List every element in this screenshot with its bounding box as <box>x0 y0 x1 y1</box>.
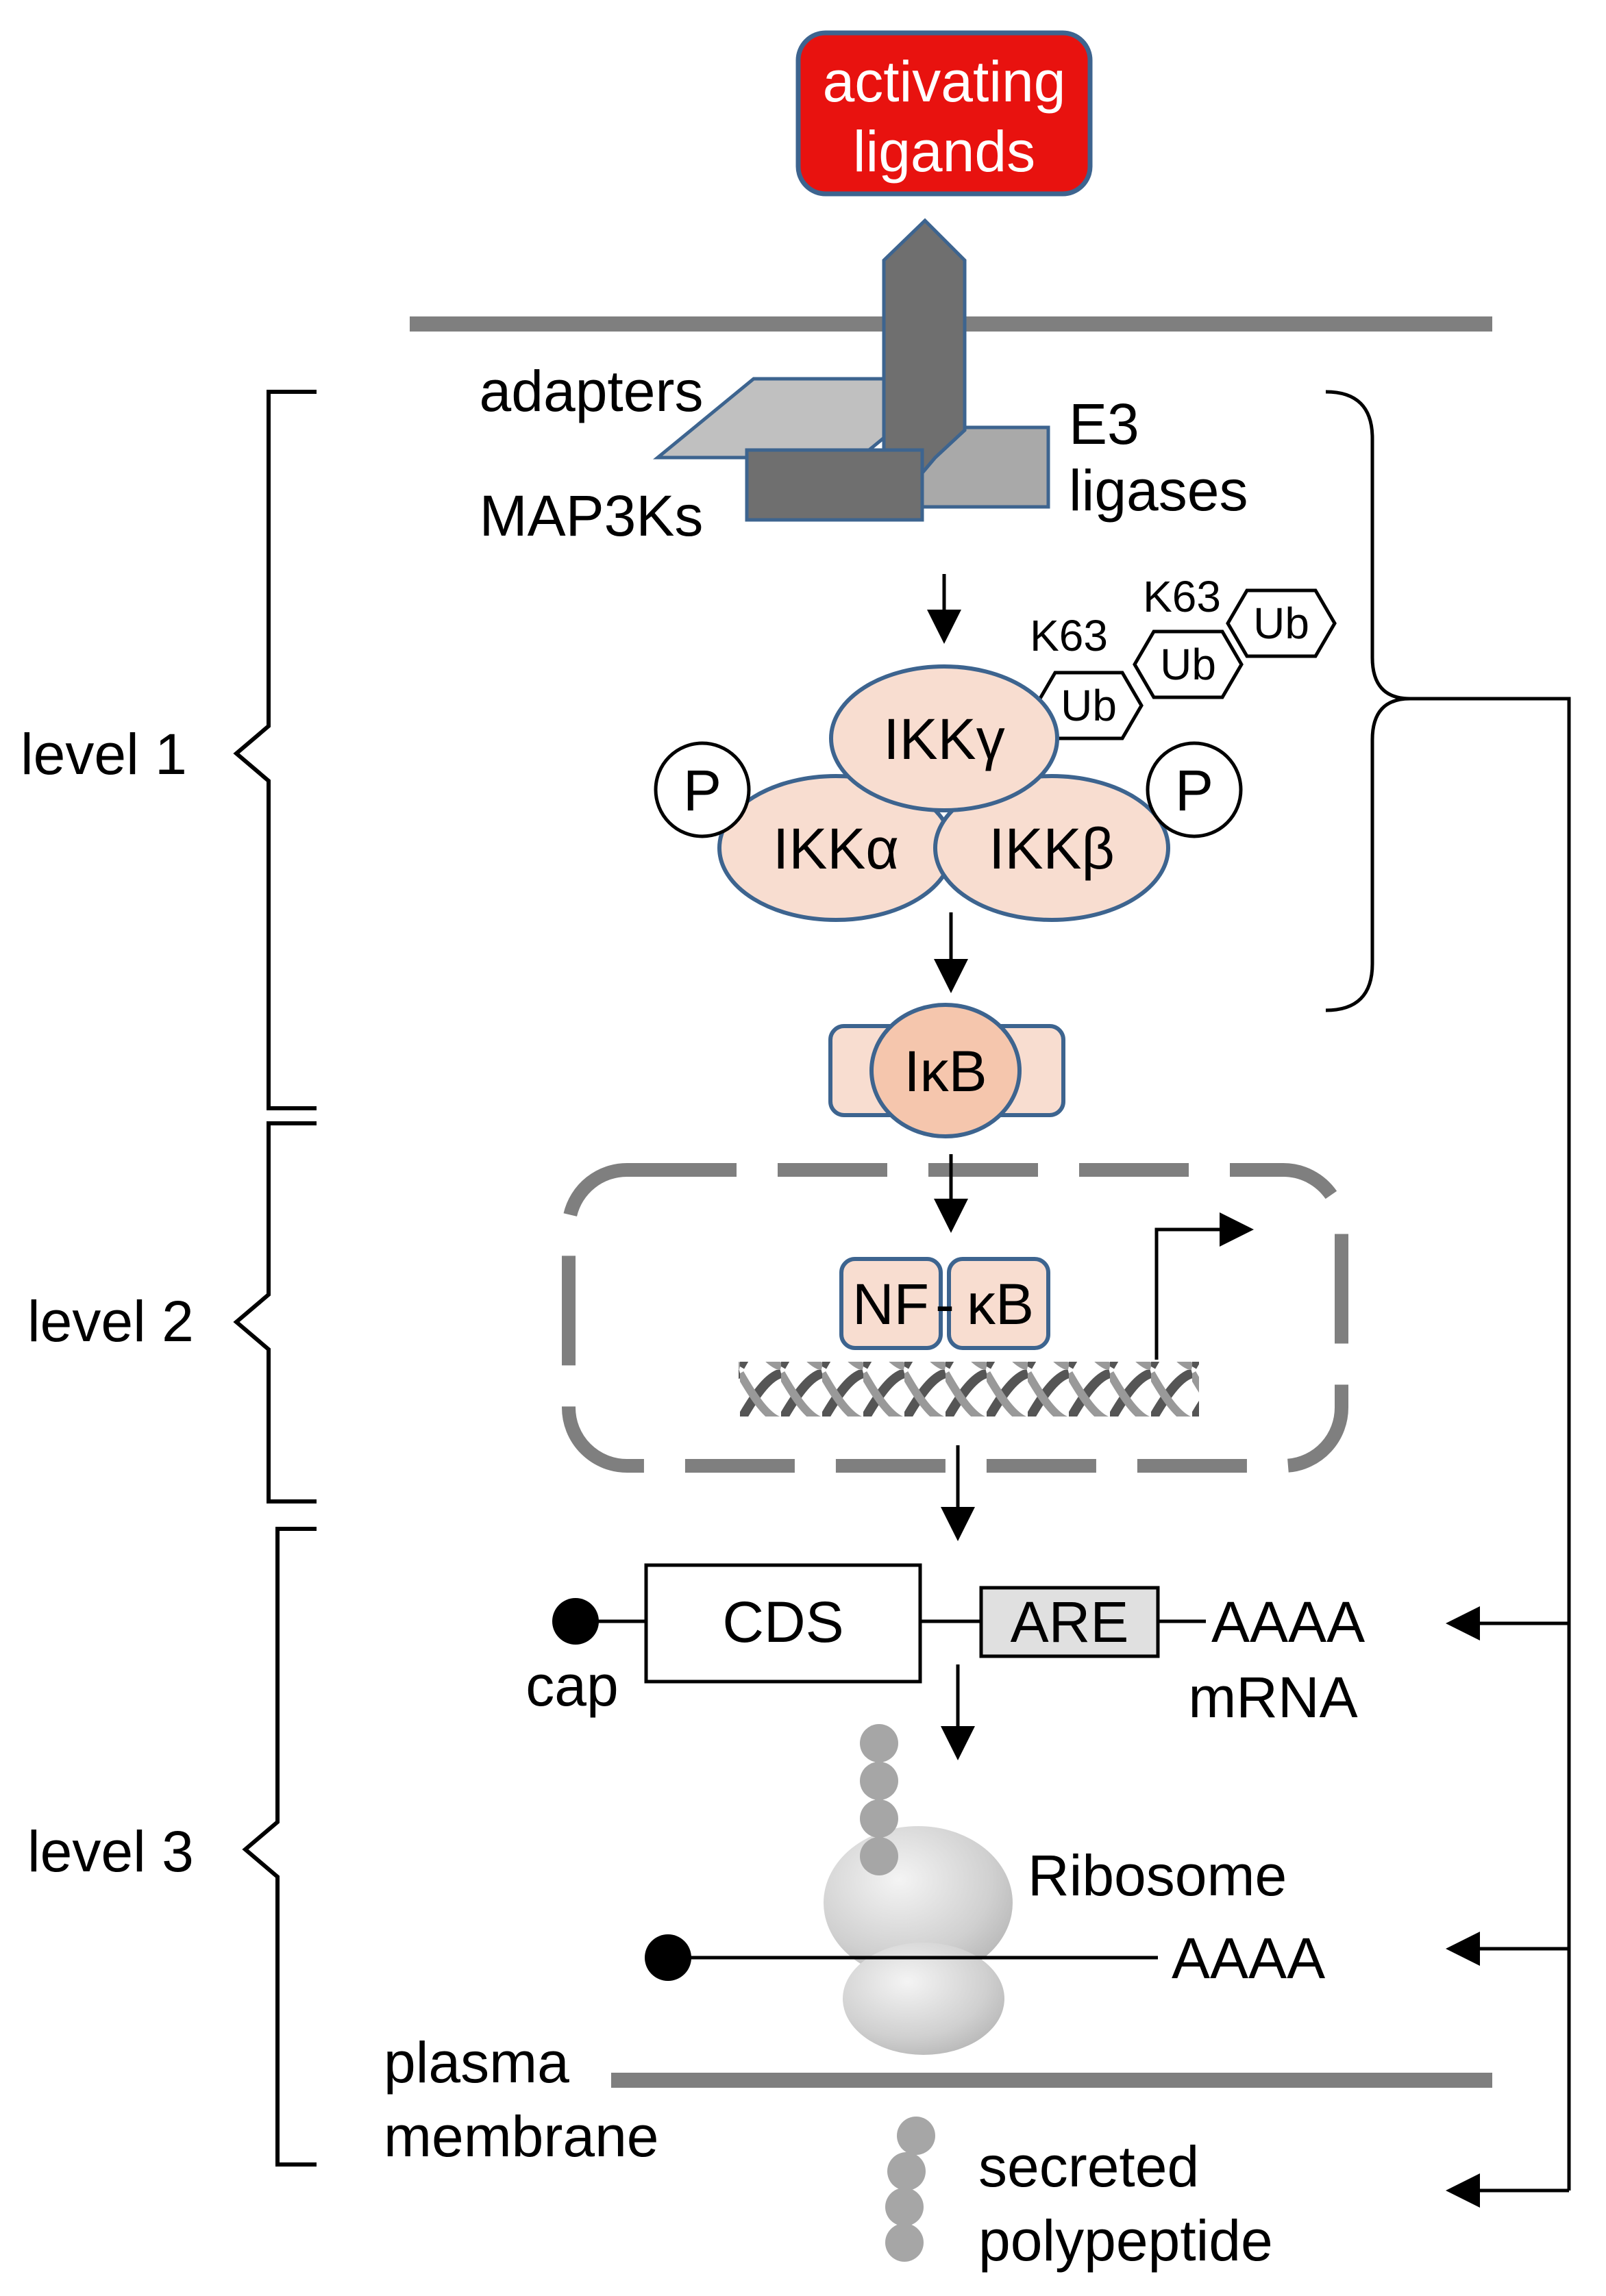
secreted-polypeptide-beads <box>885 2117 935 2262</box>
transcription-start-arrow-icon <box>1154 1212 1254 1360</box>
ikk-alpha-label: IKKα <box>773 816 899 881</box>
mrna-construct: CDS ARE AAAA cap mRNA <box>526 1563 1365 1730</box>
activating-ligands-box: activating ligands <box>795 30 1093 197</box>
ikk-complex: IKKγ IKKα IKKβ P P <box>654 664 1243 922</box>
ub-chain: Ub Ub Ub K63 K63 <box>1030 572 1337 740</box>
ribosome-label: Ribosome <box>1028 1843 1287 1908</box>
nfkb-right-label: κB <box>967 1272 1034 1336</box>
ribosome-polya-label: AAAA <box>1172 1926 1325 1991</box>
ub-hexagon-2 <box>1133 629 1244 699</box>
ikb-core-ellipse <box>869 1003 1022 1138</box>
level1-label: level 1 <box>21 722 187 786</box>
ikk-beta-ellipse <box>933 774 1170 922</box>
ribosome-cap-dot <box>645 1934 691 1981</box>
cds-box <box>644 1563 922 1684</box>
ligand-line1: activating <box>823 49 1066 114</box>
ikb-label: IκB <box>904 1039 987 1103</box>
cap-label: cap <box>526 1654 618 1718</box>
ikb-complex: IκB <box>828 1003 1065 1138</box>
mrna-label: mRNA <box>1188 1665 1357 1730</box>
feedback-connector <box>1410 697 1571 2191</box>
phospho-right-circle <box>1146 741 1243 838</box>
dna-helix-icon <box>739 1362 1199 1417</box>
phospho-left-circle <box>654 741 751 838</box>
level2-label: level 2 <box>27 1289 194 1353</box>
map3ks-block <box>745 448 924 522</box>
k63-label-2: K63 <box>1143 572 1221 621</box>
cds-label: CDS <box>722 1590 843 1654</box>
secreted-label-2: polypeptide <box>978 2208 1273 2273</box>
secreted-label-1: secreted <box>978 2134 1199 2199</box>
ub-label-3: Ub <box>1253 599 1309 648</box>
adapters-label: adapters <box>480 359 704 423</box>
cap-dot-icon <box>552 1598 599 1645</box>
level2-bracket <box>233 1121 317 1503</box>
phospho-left-label: P <box>683 758 721 823</box>
nfkb-left-rect <box>839 1257 943 1350</box>
nucleus-dashed-box <box>562 1163 1348 1473</box>
are-label: ARE <box>1011 1590 1129 1654</box>
level3-bracket <box>242 1527 317 2167</box>
nfkb-complex: NF - κB <box>839 1257 1050 1350</box>
plasma-membrane-label-2: membrane <box>384 2104 659 2169</box>
ub-hexagon-3 <box>1226 588 1337 658</box>
plasma-membrane-line <box>611 2073 1492 2088</box>
level3-label: level 3 <box>27 1819 194 1884</box>
e3-label-line2: ligases <box>1069 458 1248 523</box>
are-box <box>979 1586 1160 1658</box>
phospho-right-label: P <box>1175 758 1213 823</box>
right-curly-bracket <box>1325 390 1411 1012</box>
nfkb-right-rect <box>947 1257 1050 1350</box>
plasma-membrane-label-1: plasma <box>384 2030 569 2095</box>
ribosome-small-subunit <box>843 1943 1004 2055</box>
ikk-gamma-label: IKKγ <box>883 707 1004 771</box>
mrna-polya-label: AAAA <box>1211 1590 1365 1654</box>
k63-label-1: K63 <box>1030 611 1108 660</box>
e3-label-line1: E3 <box>1069 392 1139 456</box>
ikk-beta-label: IKKβ <box>989 816 1115 881</box>
map3ks-label: MAP3Ks <box>480 484 704 548</box>
ligand-line2: ligands <box>853 119 1035 184</box>
nfkb-left-label: NF <box>852 1272 929 1336</box>
ikk-gamma-ellipse <box>829 664 1059 812</box>
ub-label-2: Ub <box>1160 640 1216 689</box>
ub-label-1: Ub <box>1061 681 1117 730</box>
level1-bracket <box>233 390 317 1110</box>
nfkb-dash: - <box>935 1272 954 1336</box>
receptor-arrow-icon <box>882 218 967 482</box>
nascent-peptide <box>860 1724 898 1875</box>
